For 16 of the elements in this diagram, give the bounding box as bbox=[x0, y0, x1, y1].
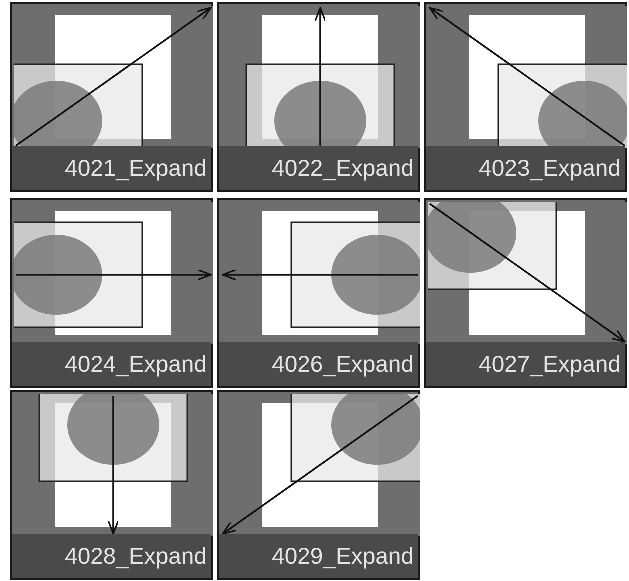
thumbnail-label: 4023_Expand bbox=[479, 154, 621, 183]
thumbnail-label: 4027_Expand bbox=[479, 350, 621, 379]
thumbnail-label: 4024_Expand bbox=[65, 350, 207, 379]
thumbnail-tile bbox=[10, 390, 213, 580]
thumbnail-tile bbox=[217, 198, 420, 388]
thumbnail-tile bbox=[217, 390, 420, 580]
thumbnail-tile bbox=[424, 2, 627, 192]
thumbnail-label: 4026_Expand bbox=[272, 350, 414, 379]
thumbnail-tile bbox=[10, 2, 213, 192]
thumbnail-tile bbox=[217, 2, 420, 192]
thumbnail-label: 4029_Expand bbox=[272, 542, 414, 571]
thumbnail-tile bbox=[10, 198, 213, 388]
thumbnail-label: 4021_Expand bbox=[65, 154, 207, 183]
thumbnail-label: 4028_Expand bbox=[65, 542, 207, 571]
thumbnail-tile bbox=[424, 198, 627, 388]
thumbnail-label: 4022_Expand bbox=[272, 154, 414, 183]
